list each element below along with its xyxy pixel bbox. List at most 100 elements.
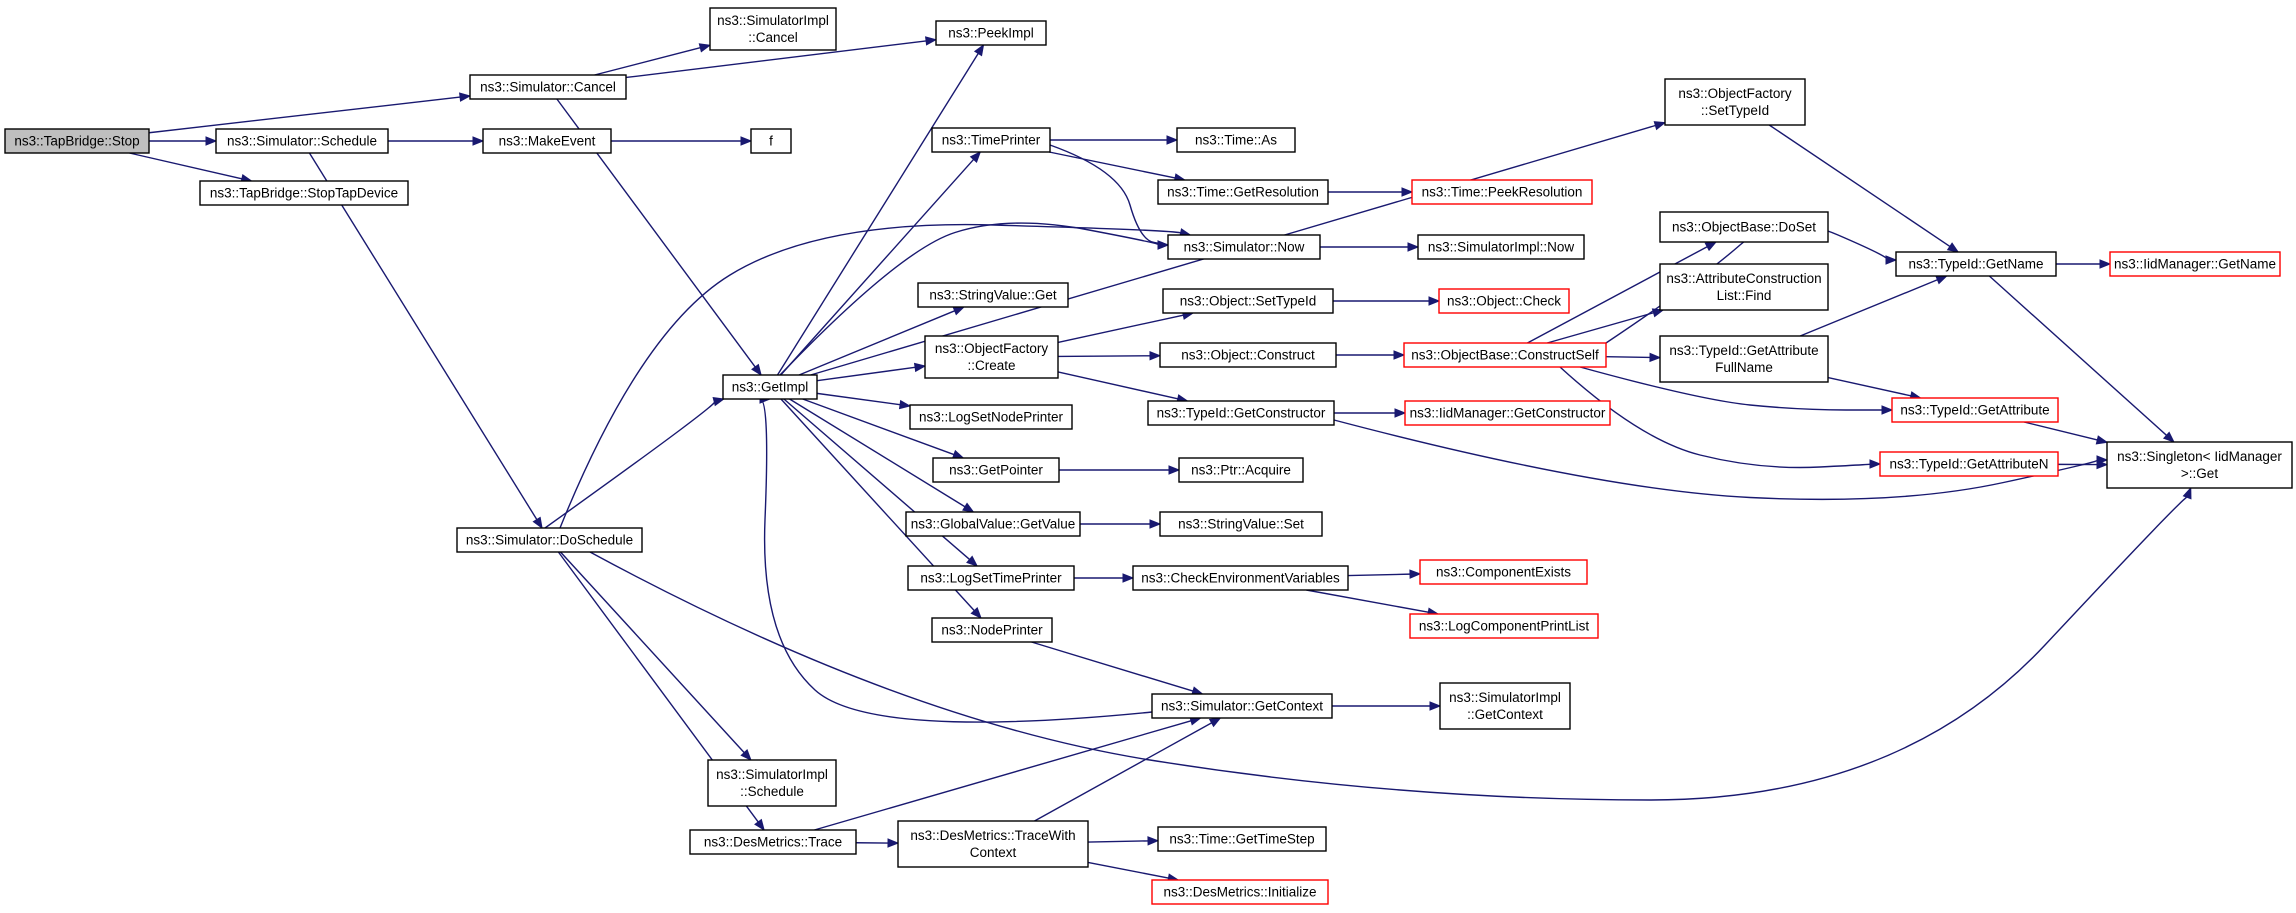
node-objfactory-create[interactable]: ns3::ObjectFactory::Create [924, 335, 1059, 379]
node-getimpl[interactable]: ns3::GetImpl [722, 374, 818, 400]
edge-line [814, 720, 1192, 831]
node-object-check[interactable]: ns3::Object::Check [1438, 288, 1570, 314]
node-iidmanager-getname[interactable]: ns3::IidManager::GetName [2109, 251, 2281, 277]
node-box [1659, 335, 1829, 383]
node-getpointer[interactable]: ns3::GetPointer [932, 457, 1060, 483]
arrowhead-icon [887, 838, 900, 848]
node-sim-schedule[interactable]: ns3::Simulator::Schedule [215, 128, 389, 154]
edge-typeid_getattribute-to-singleton_get [2023, 421, 2109, 445]
arrowhead-icon [2099, 259, 2112, 269]
node-ptr-acquire[interactable]: ns3::Ptr::Acquire [1178, 457, 1304, 483]
node-stoptap[interactable]: ns3::TapBridge::StopTapDevice [199, 180, 409, 206]
node-stringvalue-get[interactable]: ns3::StringValue::Get [917, 282, 1069, 308]
node-typeid-getname[interactable]: ns3::TypeId::GetName [1895, 251, 2057, 277]
node-objfactory-settypeid[interactable]: ns3::ObjectFactory::SetTypeId [1664, 78, 1806, 126]
arrowhead-icon [1885, 255, 1898, 265]
arrowhead-icon [2162, 431, 2175, 443]
node-label: ns3::StringValue::Get [929, 288, 1057, 303]
arrowhead-icon [754, 818, 765, 832]
edge-line [1546, 312, 1654, 344]
node-box [1879, 451, 2059, 477]
arrowhead-icon [951, 449, 965, 459]
edge-line [308, 152, 538, 520]
edge-stop-to-sim_cancel [148, 92, 472, 134]
arrowhead-icon [2182, 486, 2192, 500]
node-simimpl-now[interactable]: ns3::SimulatorImpl::Now [1417, 234, 1585, 260]
edge-line [780, 158, 975, 376]
arrowhead-icon [966, 555, 979, 567]
node-label: ns3::Time::As [1195, 133, 1277, 148]
node-label: ns3::AttributeConstruction [1666, 271, 1821, 286]
node-simimpl-schedule[interactable]: ns3::SimulatorImpl::Schedule [707, 759, 837, 807]
node-globalvalue-getvalue[interactable]: ns3::GlobalValue::GetValue [905, 511, 1081, 537]
node-time-peekres[interactable]: ns3::Time::PeekResolution [1411, 179, 1593, 205]
node-timeprinter[interactable]: ns3::TimePrinter [931, 127, 1051, 153]
node-label: ns3::GlobalValue::GetValue [911, 517, 1076, 532]
node-box [1659, 263, 1829, 311]
node-sim-cancel[interactable]: ns3::Simulator::Cancel [469, 74, 627, 100]
arrowhead-icon [1166, 135, 1179, 145]
node-logsetnodeprinter[interactable]: ns3::LogSetNodePrinter [909, 404, 1073, 430]
node-componentexists[interactable]: ns3::ComponentExists [1419, 559, 1588, 585]
node-box [1659, 211, 1829, 243]
node-peekimpl[interactable]: ns3::PeekImpl [935, 20, 1047, 46]
node-objectbase-doset[interactable]: ns3::ObjectBase::DoSet [1659, 211, 1829, 243]
node-checkenv[interactable]: ns3::CheckEnvironmentVariables [1132, 565, 1349, 591]
edge-typeid_getattributen-to-singleton_get [2057, 459, 2109, 470]
node-simimpl-cancel[interactable]: ns3::SimulatorImpl::Cancel [709, 7, 837, 51]
node-label: ::Cancel [748, 30, 798, 45]
node-time-gettimestep[interactable]: ns3::Time::GetTimeStep [1157, 826, 1327, 852]
node-desmetrics-initialize[interactable]: ns3::DesMetrics::Initialize [1151, 879, 1329, 905]
node-doschedule[interactable]: ns3::Simulator::DoSchedule [456, 527, 643, 553]
node-sim-now[interactable]: ns3::Simulator::Now [1167, 234, 1321, 260]
node-desmetrics-trace[interactable]: ns3::DesMetrics::Trace [689, 829, 857, 855]
node-typeid-getattribute[interactable]: ns3::TypeId::GetAttribute [1891, 397, 2059, 423]
node-logsettimeprinter[interactable]: ns3::LogSetTimePrinter [907, 565, 1075, 591]
arrowhead-icon [740, 136, 753, 146]
node-label: ::Create [967, 358, 1015, 373]
node-time-getres[interactable]: ns3::Time::GetResolution [1157, 179, 1329, 205]
edge-line [816, 392, 901, 406]
node-makeevent[interactable]: ns3::MakeEvent [482, 128, 612, 154]
node-box [924, 335, 1059, 379]
edge-objectbase_constructself-to-typeid_getattribute [1579, 366, 1894, 415]
node-stop[interactable]: ns3::TapBridge::Stop [4, 128, 150, 154]
edge-objfactory_create-to-object_settypeid [1057, 310, 1195, 344]
edge-objectbase_constructself-to-typeid_getattributen [1559, 366, 1882, 469]
edge-globalvalue_getvalue-to-stringvalue_set [1080, 519, 1162, 529]
node-nodeprinter[interactable]: ns3::NodePrinter [931, 617, 1053, 643]
node-logcomponentprintlist[interactable]: ns3::LogComponentPrintList [1409, 613, 1599, 639]
node-label: ns3::Object::Check [1447, 294, 1561, 309]
edge-typeid_getattrfullname-to-typeid_getattribute [1827, 376, 1922, 401]
node-label: ns3::GetImpl [732, 380, 809, 395]
arrowhead-icon [913, 362, 927, 373]
edge-getimpl-to-timeprinter [780, 150, 982, 376]
node-typeid-getconstructor[interactable]: ns3::TypeId::GetConstructor [1147, 400, 1335, 426]
node-time-as[interactable]: ns3::Time::As [1176, 127, 1296, 153]
node-iidmanager-getconstructor[interactable]: ns3::IidManager::GetConstructor [1404, 400, 1611, 426]
node-singleton-get[interactable]: ns3::Singleton< IidManager>::Get [2106, 441, 2293, 489]
node-box [1439, 682, 1571, 730]
edge-timeprinter-to-time_as [1050, 135, 1179, 145]
node-object-settypeid[interactable]: ns3::Object::SetTypeId [1162, 288, 1334, 314]
node-object-construct[interactable]: ns3::Object::Construct [1159, 342, 1337, 368]
arrowhead-icon [898, 399, 912, 410]
node-simimpl-getcontext[interactable]: ns3::SimulatorImpl::GetContext [1439, 682, 1571, 730]
node-f[interactable]: f [750, 128, 792, 154]
arrowhead-icon [1407, 242, 1420, 252]
arrowhead-icon [1394, 408, 1407, 418]
edge-line [544, 400, 716, 529]
edge-line [1049, 151, 1176, 179]
arrowhead-icon [1149, 351, 1162, 361]
edge-timeprinter-to-sim_now [1049, 144, 1170, 250]
node-box [1159, 511, 1323, 537]
node-stringvalue-set[interactable]: ns3::StringValue::Set [1159, 511, 1323, 537]
edge-logsettimeprinter-to-checkenv [1074, 573, 1135, 583]
node-objectbase-constructself[interactable]: ns3::ObjectBase::ConstructSelf [1403, 342, 1607, 368]
node-sim-getcontext[interactable]: ns3::Simulator::GetContext [1151, 693, 1333, 719]
node-typeid-getattributen[interactable]: ns3::TypeId::GetAttributeN [1879, 451, 2059, 477]
node-box [1176, 127, 1296, 153]
